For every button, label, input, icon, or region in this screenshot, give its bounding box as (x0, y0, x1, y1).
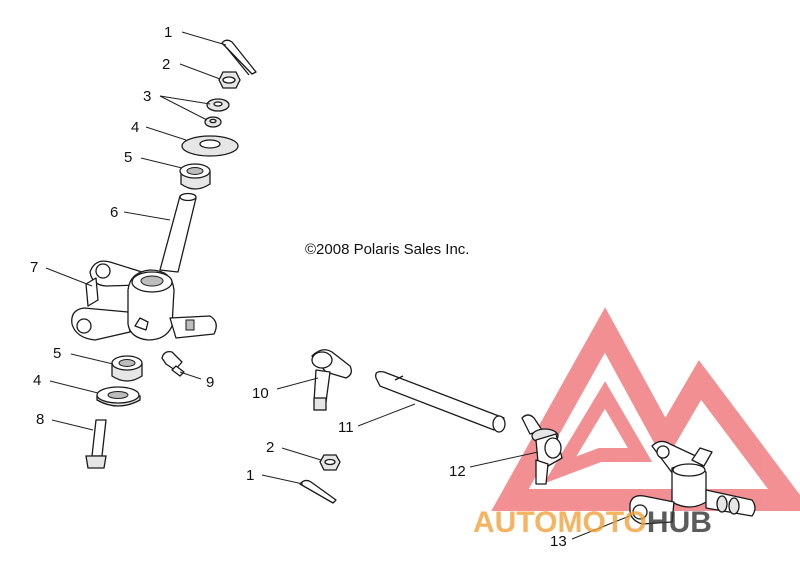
copyright-text: ©2008 Polaris Sales Inc. (305, 241, 469, 258)
spindle-knuckle (71, 260, 217, 341)
bushing-top (179, 163, 211, 190)
callouts: 1 2 3 4 5 6 7 5 4 8 9 10 11 2 1 12 13 (30, 24, 567, 550)
callout-9: 9 (206, 374, 214, 391)
kingpin-bolt (85, 419, 107, 469)
callout-1-top: 1 (164, 24, 172, 41)
callout-4-bottom: 4 (33, 372, 41, 389)
watermark-text-automoto: AUTOMOTO (473, 506, 647, 539)
tie-rod-end-outer (521, 414, 563, 485)
callout-2-top: 2 (162, 56, 170, 73)
spindle-right (629, 440, 756, 525)
callout-10: 10 (252, 385, 269, 402)
washer-small-1 (206, 98, 230, 112)
bushing-bottom (111, 355, 143, 382)
leader-lines (45, 31, 633, 540)
seal-top (181, 135, 239, 157)
watermark-logo (491, 307, 800, 511)
callout-7: 7 (30, 259, 38, 276)
sleeve-tube (159, 192, 197, 273)
callout-5-bottom: 5 (53, 345, 61, 362)
watermark-text-hub: HUB (647, 506, 712, 539)
callout-3: 3 (143, 88, 151, 105)
cotter-pin-top (221, 39, 257, 76)
tie-rod-tube (375, 370, 506, 433)
tie-rod-end-inner (311, 349, 352, 411)
castle-nut-bottom (319, 454, 341, 471)
callout-2-bottom: 2 (266, 439, 274, 456)
callout-8: 8 (36, 411, 44, 428)
callout-13: 13 (550, 533, 567, 550)
pivot-pin (161, 350, 185, 377)
callout-11: 11 (338, 419, 354, 436)
cotter-pin-bottom (299, 479, 337, 504)
washer-small-2 (204, 116, 222, 128)
svg-text:AUTOMOTOHUB: AUTOMOTOHUB (473, 506, 712, 539)
watermark-text: AUTOMOTOHUB (473, 506, 712, 539)
castle-nut-top (218, 71, 241, 89)
callout-4-top: 4 (131, 119, 139, 136)
seal-bottom (96, 386, 141, 407)
callout-6: 6 (110, 204, 118, 221)
callout-5-top: 5 (124, 149, 132, 166)
callout-12: 12 (449, 463, 466, 480)
callout-1-bottom: 1 (246, 467, 254, 484)
